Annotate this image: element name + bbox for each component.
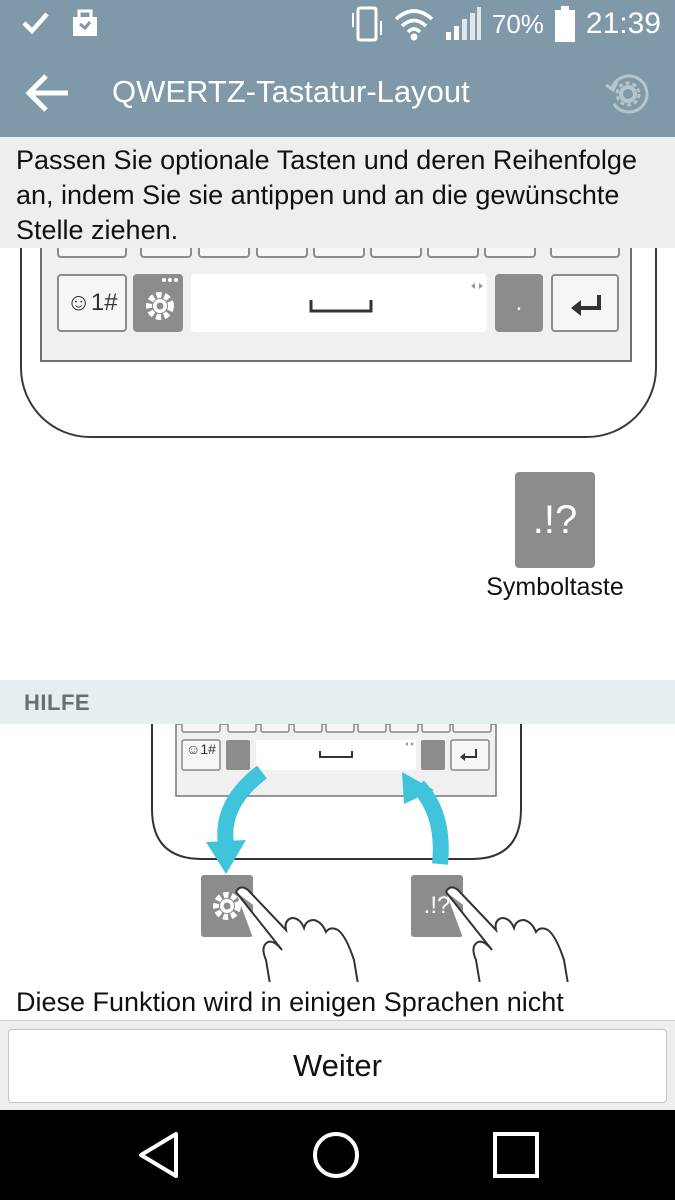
gear-icon: [146, 278, 178, 320]
battery-icon: [554, 6, 575, 42]
triangle-back-icon: [139, 1132, 178, 1178]
enter-icon: [571, 295, 601, 316]
space-icon: [309, 283, 483, 313]
period-key[interactable]: .: [495, 274, 543, 332]
shopping-bag-icon: [73, 9, 97, 36]
emoji-key-label: ☺1#: [66, 289, 118, 316]
settings-key[interactable]: [133, 274, 183, 332]
space-key[interactable]: [191, 274, 487, 332]
reset-button[interactable]: [602, 68, 654, 120]
vibrate-icon: [351, 6, 382, 42]
phone-frame: [20, 188, 657, 438]
help-symbol-key-label: .!?: [423, 892, 451, 919]
reset-settings-icon: [605, 74, 649, 114]
wifi-icon: [394, 9, 434, 41]
arrow-left-icon: [25, 74, 68, 112]
square-recents-icon: [493, 1132, 539, 1178]
symbol-key-caption: Symboltaste: [486, 573, 624, 601]
battery-percent: 70%: [491, 8, 544, 39]
instruction-text: Passen Sie optionale Tasten und deren Re…: [0, 137, 675, 248]
symbol-key-label: .!?: [532, 497, 578, 542]
help-emoji-key-label: ☺1#: [186, 741, 216, 757]
keyboard-area: ☺1# .: [40, 230, 632, 362]
circle-home-icon: [313, 1132, 359, 1178]
help-description: Diese Funktion wird in einigen Sprachen …: [16, 987, 564, 1017]
check-icon: [22, 12, 49, 35]
nav-home-button[interactable]: [306, 1128, 366, 1182]
period-key-label: .: [515, 289, 523, 316]
nav-back-button[interactable]: [132, 1128, 192, 1182]
page-title: QWERTZ-Tastatur-Layout: [112, 74, 470, 109]
app-bar: QWERTZ-Tastatur-Layout: [0, 50, 675, 137]
help-section-header: HILFE: [0, 680, 675, 724]
enter-key[interactable]: [551, 274, 619, 332]
symbol-key[interactable]: .!?: [515, 472, 595, 568]
emoji-key[interactable]: ☺1#: [57, 274, 127, 332]
status-bar: 70% 21:39: [0, 0, 675, 50]
keyboard-layout-preview: ☺1# .: [0, 188, 675, 448]
bottom-button-bar: Weiter: [0, 1020, 675, 1110]
signal-icon: [445, 7, 481, 40]
clock: 21:39: [585, 7, 661, 40]
help-illustration: ☺1# .!?: [0, 717, 675, 985]
nav-recents-button[interactable]: [486, 1128, 546, 1182]
weiter-button[interactable]: Weiter: [8, 1029, 667, 1103]
back-button[interactable]: [22, 68, 82, 118]
navigation-bar: [0, 1110, 675, 1200]
content-area[interactable]: Passen Sie optionale Tasten und deren Re…: [0, 137, 675, 1020]
help-phone-drawing: [151, 717, 569, 985]
